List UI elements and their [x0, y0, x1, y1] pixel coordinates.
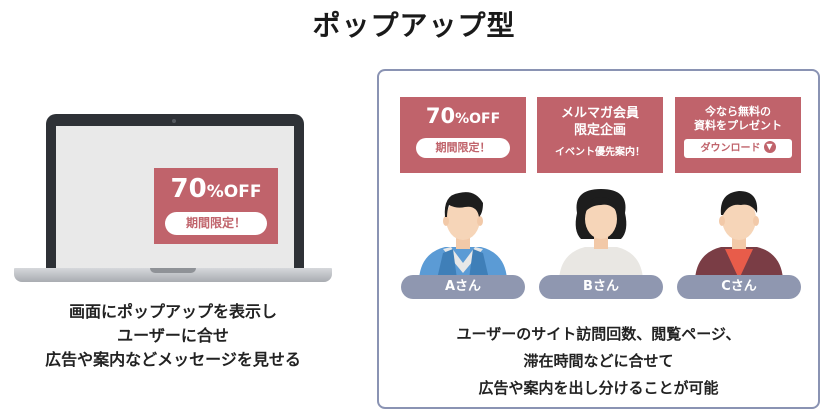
user-a-illustration — [419, 192, 507, 279]
card-a-headline: 70%OFF — [400, 103, 526, 132]
card-a-headline-percent: %OFF — [455, 111, 501, 127]
targeting-panel: 70%OFF 期間限定！ メルマガ会員 限定企画 イベント優先案内！ 今なら無料… — [377, 69, 820, 409]
popup-headline-number: 70 — [170, 174, 207, 204]
download-button-label: ダウンロード — [700, 143, 761, 154]
popup-card-download: 今なら無料の 資料をプレゼント ダウンロード▼ — [675, 97, 801, 173]
laptop-screen: 70%OFF 期間限定！ — [56, 126, 294, 268]
card-a-headline-number: 70 — [425, 104, 456, 128]
right-caption-line-3: 広告や案内を出し分けることが可能 — [478, 379, 719, 397]
left-caption-line-2: ユーザーに合せ — [117, 326, 229, 345]
card-b-line-3: イベント優先案内！ — [555, 147, 645, 158]
camera-icon — [172, 119, 176, 123]
laptop-popup-ad: 70%OFF 期間限定！ — [154, 168, 278, 244]
laptop-notch — [150, 268, 196, 273]
card-a-badge: 期間限定！ — [416, 138, 510, 158]
laptop-lid: 70%OFF 期間限定！ — [46, 114, 304, 268]
user-a-avatar — [413, 183, 513, 279]
popup-badge: 期間限定！ — [165, 212, 267, 235]
download-button[interactable]: ダウンロード▼ — [684, 139, 792, 158]
left-caption-line-1: 画面にポップアップを表示し — [68, 302, 277, 321]
card-c-line-2: 資料をプレゼント — [694, 119, 782, 132]
user-b-label: Bさん — [539, 275, 663, 299]
popup-card-discount: 70%OFF 期間限定！ — [400, 97, 526, 173]
chevron-down-icon: ▼ — [763, 141, 776, 153]
popup-headline-percent: %OFF — [206, 182, 262, 202]
user-b-illustration — [559, 189, 643, 279]
left-caption-line-3: 広告や案内などメッセージを見せる — [45, 350, 301, 369]
left-caption: 画面にポップアップを表示し ユーザーに合せ 広告や案内などメッセージを見せる — [0, 300, 346, 372]
card-c-line-1: 今なら無料の — [705, 105, 771, 118]
right-caption-line-2: 滞在時間などに合せて — [523, 352, 674, 370]
card-b-line-2: 限定企画 — [573, 123, 626, 138]
right-caption: ユーザーのサイト訪問回数、閲覧ページ、 滞在時間などに合せて 広告や案内を出し分… — [379, 321, 818, 402]
user-c-illustration — [695, 191, 783, 279]
right-caption-line-1: ユーザーのサイト訪問回数、閲覧ページ、 — [456, 325, 741, 343]
card-b-line-1: メルマガ会員 — [560, 106, 639, 121]
user-b-avatar — [551, 183, 651, 279]
user-a-label: Aさん — [401, 275, 525, 299]
laptop-base — [14, 268, 332, 282]
user-c-label: Cさん — [677, 275, 801, 299]
popup-card-newsletter: メルマガ会員 限定企画 イベント優先案内！ — [537, 97, 663, 173]
laptop-illustration: 70%OFF 期間限定！ — [14, 114, 332, 284]
page-title: ポップアップ型 — [312, 9, 516, 42]
user-c-avatar — [689, 183, 789, 279]
popup-headline: 70%OFF — [154, 174, 278, 207]
